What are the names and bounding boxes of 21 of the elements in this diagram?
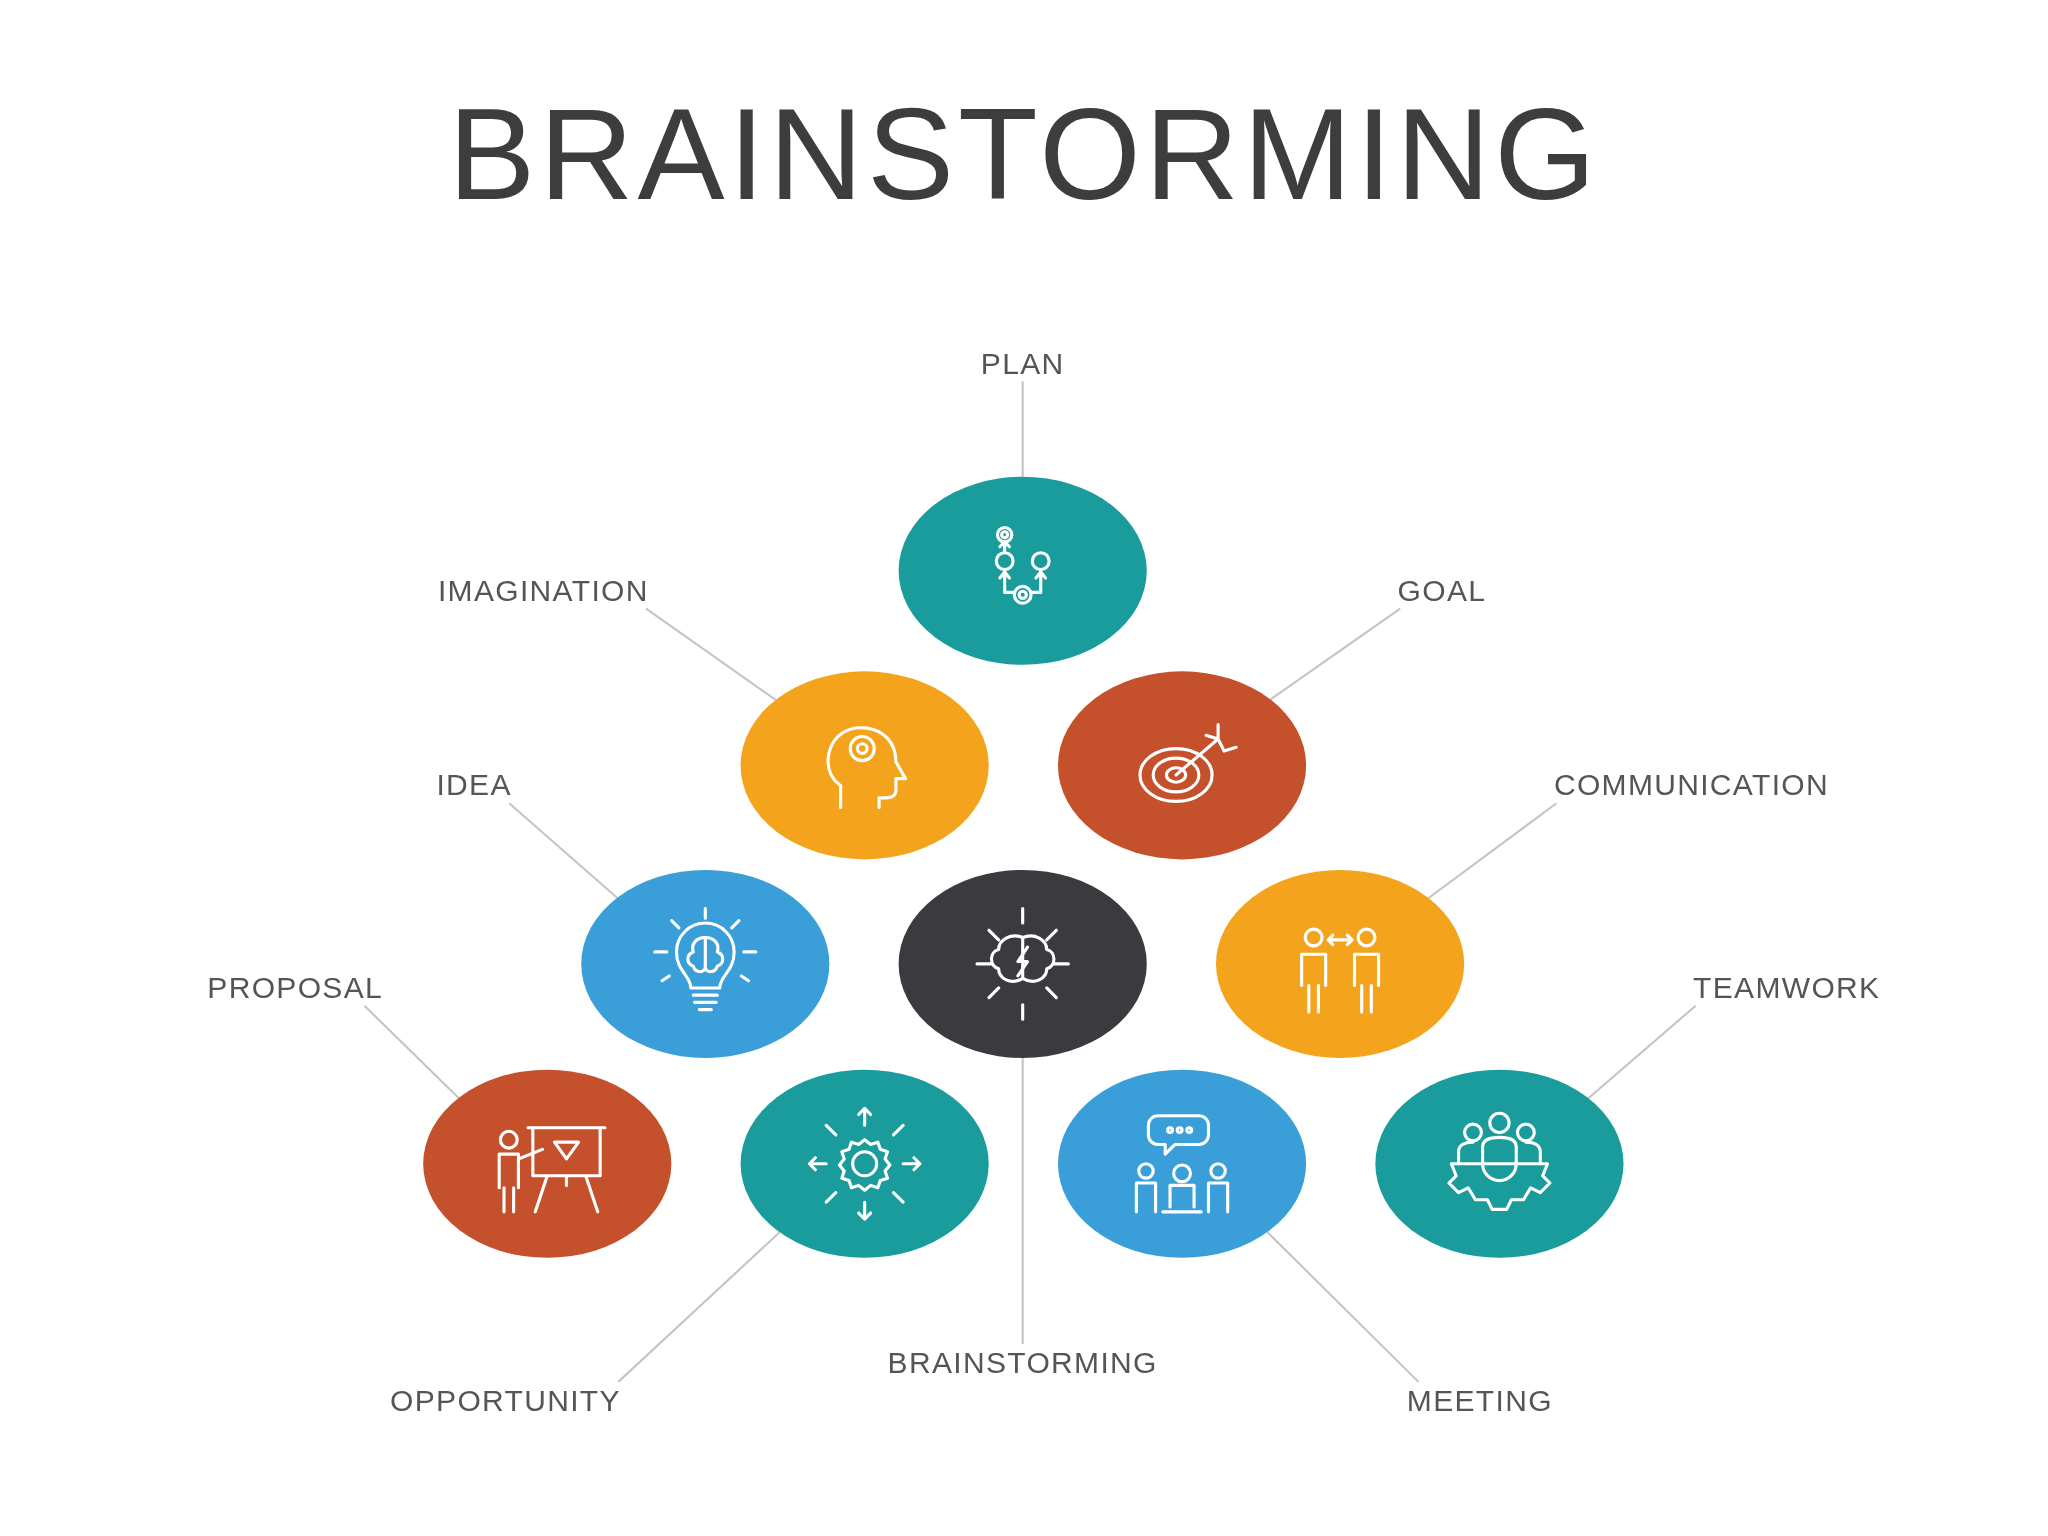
callout-label: PROPOSAL: [207, 969, 384, 1006]
callout-label: PLAN: [980, 344, 1065, 382]
callout-label: MEETING: [1406, 1381, 1553, 1419]
title: BRAINSTORMING: [447, 81, 1601, 225]
leader-line: [645, 607, 777, 701]
callout-label: IDEA: [436, 766, 512, 804]
leader-line: [1021, 1057, 1024, 1344]
callout-label: GOAL: [1397, 572, 1487, 609]
leader-line: [617, 1231, 781, 1383]
leader-line: [1587, 1004, 1697, 1099]
callout-label: OPPORTUNITY: [390, 1381, 621, 1419]
leader-line: [1021, 381, 1024, 477]
callout-label: COMMUNICATION: [1553, 766, 1829, 804]
callout-label: IMAGINATION: [437, 572, 649, 609]
callout-label: BRAINSTORMING: [887, 1344, 1158, 1381]
leader-line: [363, 1004, 460, 1099]
leader-line: [508, 802, 618, 899]
leader-line: [1427, 802, 1558, 899]
leader-line: [1269, 607, 1401, 701]
callout-label: TEAMWORK: [1693, 969, 1881, 1006]
leader-line: [1266, 1231, 1420, 1383]
